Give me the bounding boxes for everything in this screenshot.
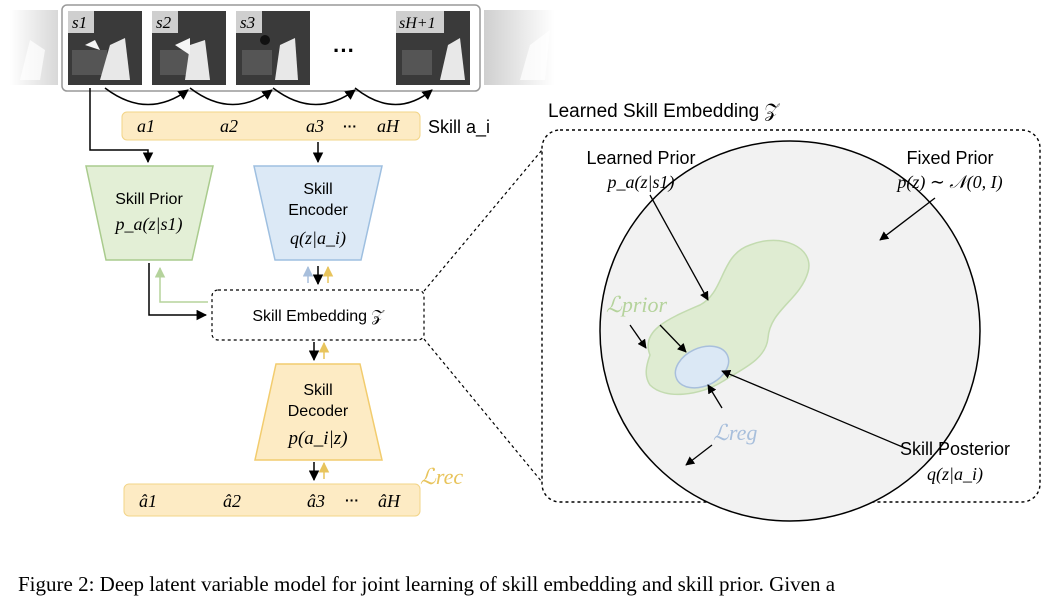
skill-prior-title: Skill Prior xyxy=(115,191,183,208)
state-frame-1: s1 xyxy=(68,11,142,85)
figure-caption: Figure 2: Deep latent variable model for… xyxy=(18,572,836,596)
learned-prior-title: Learned Prior xyxy=(586,148,695,168)
fixed-prior-formula: p(z) ∼ 𝒩(0, I) xyxy=(895,172,1002,193)
skill-decoder-formula: p(a_i|z) xyxy=(286,428,347,449)
skill-prior-formula: p_a(z|s1) xyxy=(114,214,183,235)
skill-encoder-box xyxy=(253,165,383,261)
encoder-embedding-arrows xyxy=(302,265,334,286)
transition-arcs xyxy=(104,87,433,106)
skill-posterior-ellipse xyxy=(674,345,730,389)
skill-prior-box xyxy=(85,165,214,261)
skill-label: Skill a_i xyxy=(428,117,490,138)
loss-prior: ℒprior xyxy=(606,292,668,317)
state-frame-3: s3 xyxy=(236,11,310,85)
action-aH: aH xyxy=(377,116,400,136)
state-frame-H1: sH+1 xyxy=(396,11,470,85)
arrow-embedding-to-prior-grad xyxy=(154,266,208,303)
skill-decoder-title-1: Skill xyxy=(303,382,332,399)
faded-frame-left xyxy=(10,10,58,85)
embedding-decoder-arrows xyxy=(308,341,330,362)
recon-aH: âH xyxy=(378,491,401,511)
state-label-2: s2 xyxy=(156,13,172,32)
action-a2: a2 xyxy=(220,116,238,136)
loss-reg: ℒreg xyxy=(713,420,757,445)
action-a1: a1 xyxy=(137,116,155,136)
skill-embedding-box xyxy=(211,289,425,341)
skill-embedding-label: Skill Embedding 𝒵 xyxy=(252,308,384,325)
skill-posterior-title: Skill Posterior xyxy=(900,439,1010,459)
arrow-loss-prior-2 xyxy=(659,324,687,353)
fixed-prior-title: Fixed Prior xyxy=(906,148,993,168)
learned-prior-formula: p_a(z|s1) xyxy=(606,172,675,193)
zoom-title: Learned Skill Embedding 𝒵 xyxy=(548,101,781,122)
arrow-learned-prior xyxy=(649,194,709,301)
zoom-connector-lines xyxy=(423,149,543,483)
faded-frame-right xyxy=(484,10,554,85)
skill-decoder-box xyxy=(254,363,383,461)
reconstructed-action-bar xyxy=(123,483,421,517)
action-ellipsis: ··· xyxy=(343,118,357,134)
arrow-loss-reg-2 xyxy=(685,444,713,466)
arrow-loss-reg-1 xyxy=(707,384,723,409)
recon-ellipsis: ··· xyxy=(345,492,359,508)
action-bar xyxy=(121,111,421,141)
arrow-loss-prior-1 xyxy=(629,324,647,349)
skill-posterior-formula: q(z|a_i) xyxy=(927,464,983,485)
state-frame-2: s2 xyxy=(152,11,226,85)
loss-rec: ℒrec xyxy=(420,464,463,489)
state-label-1: s1 xyxy=(72,13,87,32)
skill-decoder-title-2: Decoder xyxy=(288,403,349,420)
arrow-prior-to-embedding xyxy=(148,263,208,321)
state-label-H1: sH+1 xyxy=(399,15,436,32)
arrow-state-to-prior xyxy=(89,88,154,164)
arrow-skill-posterior xyxy=(721,369,906,449)
state-label-3: s3 xyxy=(240,13,255,32)
state-ellipsis: ··· xyxy=(333,38,355,63)
skill-encoder-title-1: Skill xyxy=(303,181,332,198)
decoder-output-arrows xyxy=(308,461,330,482)
skill-encoder-title-2: Encoder xyxy=(288,202,348,219)
action-a3: a3 xyxy=(306,116,324,136)
recon-a3: â3 xyxy=(307,491,325,511)
arrow-fixed-prior xyxy=(879,197,936,241)
recon-a1: â1 xyxy=(139,491,157,511)
skill-encoder-formula: q(z|a_i) xyxy=(290,228,346,249)
recon-a2: â2 xyxy=(223,491,241,511)
